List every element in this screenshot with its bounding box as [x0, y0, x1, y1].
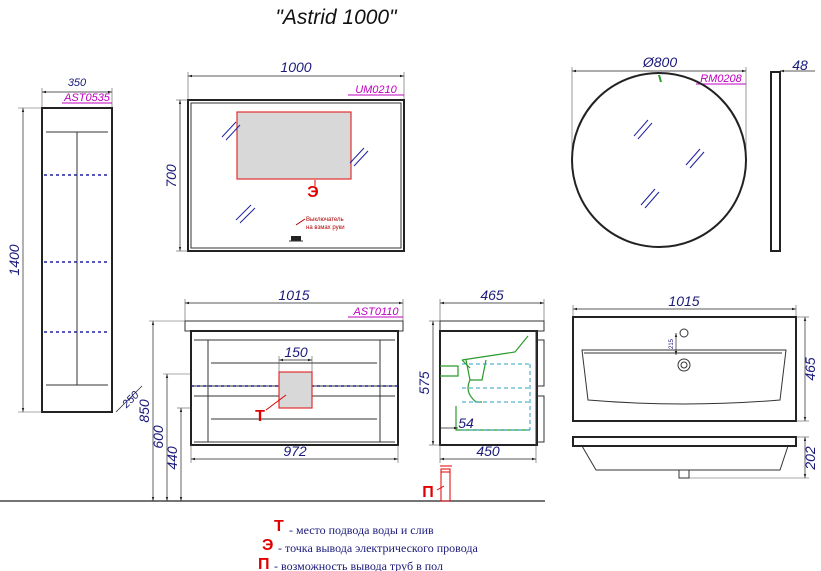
basin-top-width-label: 1015	[668, 293, 699, 309]
vanity-inner-width-label: 972	[283, 443, 307, 459]
basin-top-depth-label: 465	[802, 357, 818, 381]
mirror-rect-code-label: UM0210	[355, 84, 397, 96]
basin-top-view: 1015 215 465	[572, 293, 818, 422]
basin-side-height-label: 202	[802, 446, 818, 471]
vanity-side-siphon-offset-label: 54	[458, 415, 474, 431]
marker-e-mirror: Э	[307, 184, 318, 201]
drain-hole	[677, 358, 691, 372]
floor-pipe-outline	[440, 468, 451, 502]
vanity-height-600-label: 600	[150, 425, 166, 449]
mirror-rect: 1000 UM0210 Э Выключатель на взмах руки …	[163, 59, 405, 252]
drawing-title: "Astrid 1000"	[275, 6, 398, 29]
mirror-rect-width-label: 1000	[280, 59, 311, 75]
vanity-countertop	[184, 320, 404, 332]
vanity-body	[190, 330, 399, 446]
vanity-height-440-label: 440	[164, 446, 180, 470]
basin-tap-offset-label: 215	[669, 338, 675, 349]
marker-p-floor: П	[422, 484, 434, 501]
vanity-side-bottom-depth-label: 450	[476, 443, 500, 459]
vanity-opening-width-label: 150	[284, 344, 308, 360]
legend-key-e: Э	[262, 537, 273, 554]
cabinet-height-label: 1400	[6, 244, 22, 275]
mirror-round-code-label: RM0208	[700, 73, 742, 85]
cabinet-width-label: 350	[68, 77, 87, 89]
vanity-side-depth-label: 465	[480, 287, 504, 303]
vanity-code-label: AST0110	[352, 306, 399, 318]
mirror-switch-note-line1: Выключатель	[306, 217, 344, 223]
cabinet-code-label: AST0535	[63, 92, 111, 104]
mirror-rect-height-label: 700	[163, 164, 179, 188]
mirror-round-diameter-label: Ø800	[642, 54, 677, 70]
legend-text-e: - точка вывода электрического провода	[278, 541, 479, 555]
vanity-plumbing-zone	[278, 371, 313, 409]
basin-side-view: 202	[572, 436, 818, 479]
vanity-height-850-label: 850	[136, 399, 152, 423]
mirror-switch-icon	[291, 236, 301, 241]
vanity-side: 465 54 575 450 П	[416, 287, 545, 502]
basin-side-bowl	[581, 445, 789, 471]
basin-side-drain	[678, 470, 690, 479]
tap-hole	[679, 328, 689, 338]
basin-side-rim	[572, 436, 797, 447]
mirror-round: Ø800 RM0208 48	[571, 54, 815, 252]
vanity-front: 1015 AST0110 150 Т 972 850 600 440	[136, 287, 404, 501]
vanity-side-body	[439, 330, 538, 446]
marker-t-vanity: Т	[255, 408, 265, 425]
legend-text-p: - возможность вывода труб в пол	[274, 559, 443, 571]
mirror-round-circle	[571, 72, 747, 248]
mirror-round-side	[770, 71, 781, 252]
legend-key-t: Т	[274, 518, 284, 535]
mirror-round-thickness-label: 48	[792, 57, 808, 73]
basin-bowl	[581, 349, 787, 405]
legend: Т - место подвода воды и слив Э - точка …	[258, 518, 479, 571]
mirror-switch-note-line2: на взмах руки	[306, 225, 345, 231]
cabinet-body	[41, 107, 113, 413]
vanity-width-label: 1015	[278, 287, 309, 303]
legend-text-t: - место подвода воды и слив	[289, 523, 434, 537]
vanity-side-height-label: 575	[416, 371, 432, 395]
mirror-rect-display-zone	[236, 111, 352, 180]
mirror-rect-frame	[187, 99, 405, 252]
basin-outline	[572, 316, 797, 422]
cabinet-front: 350 AST0535 1400 250	[6, 77, 143, 413]
legend-key-p: П	[258, 556, 270, 571]
